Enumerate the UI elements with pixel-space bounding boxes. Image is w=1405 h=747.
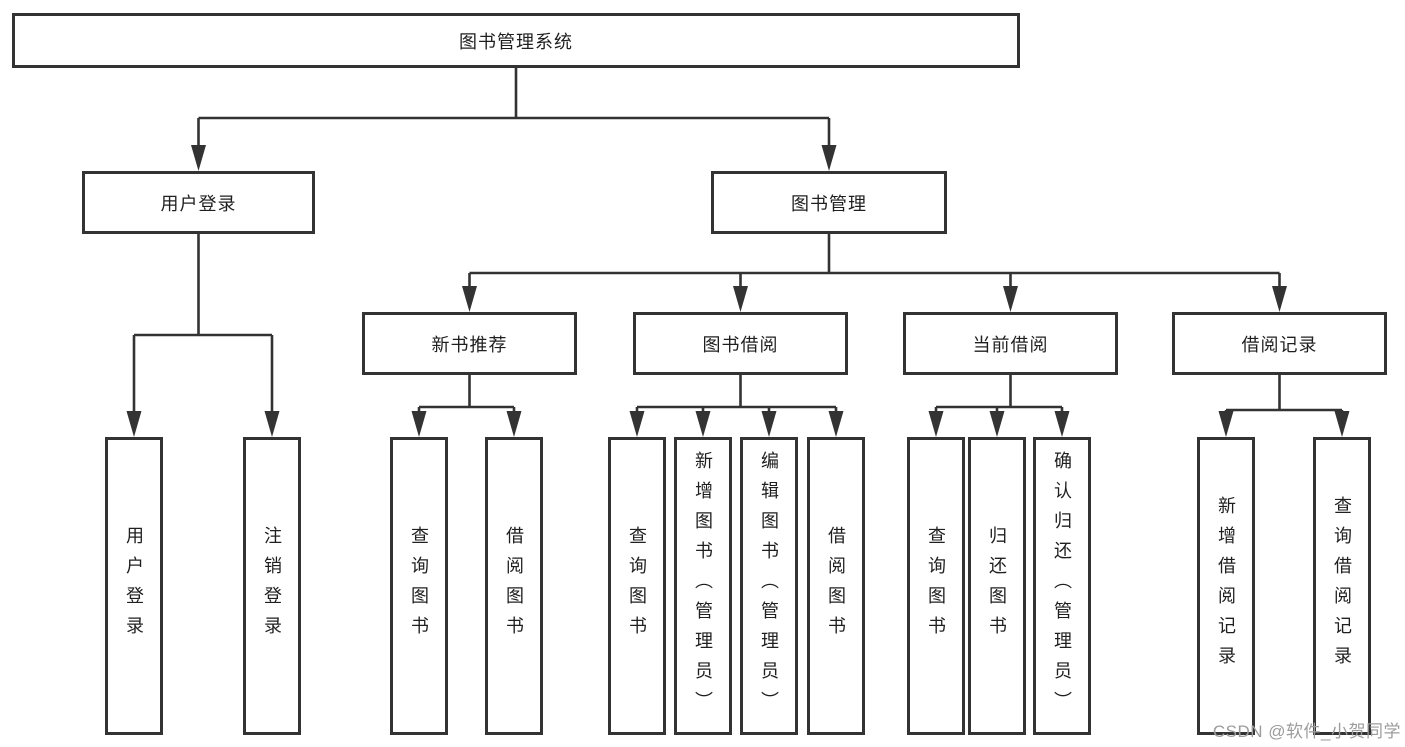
node-label: 图书管理系统 — [459, 31, 573, 52]
arrowheads — [126, 145, 1350, 437]
node-label: 用户登录 — [124, 526, 144, 646]
node-leaf-logout: 注销登录 — [243, 437, 301, 735]
node-label: 新书推荐 — [431, 334, 508, 355]
node-book-management: 图书管理 — [711, 171, 947, 234]
node-leaf-edit-books-admin: 编辑图书（管理员） — [740, 437, 798, 735]
node-label: 确认归还（管理员） — [1052, 451, 1072, 721]
csdn-watermark: CSDN @软件_小贺同学 — [1212, 722, 1401, 741]
node-current-borrow: 当前借阅 — [903, 312, 1118, 375]
node-leaf-borrow-books-recommend: 借阅图书 — [485, 437, 543, 735]
node-leaf-add-books-admin: 新增图书（管理员） — [674, 437, 732, 735]
node-label: 查询借阅记录 — [1332, 496, 1352, 676]
node-label: 新增图书（管理员） — [693, 451, 713, 721]
node-label: 当前借阅 — [972, 334, 1049, 355]
node-leaf-borrow-books: 借阅图书 — [807, 437, 865, 735]
node-label: 借阅记录 — [1241, 334, 1318, 355]
node-label: 注销登录 — [262, 526, 282, 646]
node-book-borrow: 图书借阅 — [633, 312, 848, 375]
node-borrow-records: 借阅记录 — [1172, 312, 1387, 375]
node-label: 编辑图书（管理员） — [759, 451, 779, 721]
node-user-login: 用户登录 — [82, 171, 315, 234]
node-leaf-query-borrow-record: 查询借阅记录 — [1313, 437, 1371, 735]
node-leaf-add-borrow-record: 新增借阅记录 — [1197, 437, 1255, 735]
node-leaf-query-books-recommend: 查询图书 — [390, 437, 448, 735]
node-label: 图书借阅 — [702, 334, 779, 355]
node-label: 查询图书 — [627, 526, 647, 646]
node-label: 借阅图书 — [826, 526, 846, 646]
node-leaf-user-login: 用户登录 — [105, 437, 163, 735]
node-new-book-recommend: 新书推荐 — [362, 312, 577, 375]
node-label: 图书管理 — [791, 193, 867, 214]
node-label: 查询图书 — [926, 526, 946, 646]
node-label: 新增借阅记录 — [1216, 496, 1236, 676]
node-leaf-confirm-return-admin: 确认归还（管理员） — [1033, 437, 1091, 735]
node-leaf-query-books-borrow: 查询图书 — [608, 437, 666, 735]
node-leaf-query-books-current: 查询图书 — [907, 437, 965, 735]
node-label: 归还图书 — [987, 526, 1007, 646]
node-label: 用户登录 — [160, 193, 237, 214]
node-label: 借阅图书 — [504, 526, 524, 646]
node-root-library-system: 图书管理系统 — [12, 13, 1020, 68]
node-leaf-return-books: 归还图书 — [968, 437, 1026, 735]
node-label: 查询图书 — [409, 526, 429, 646]
